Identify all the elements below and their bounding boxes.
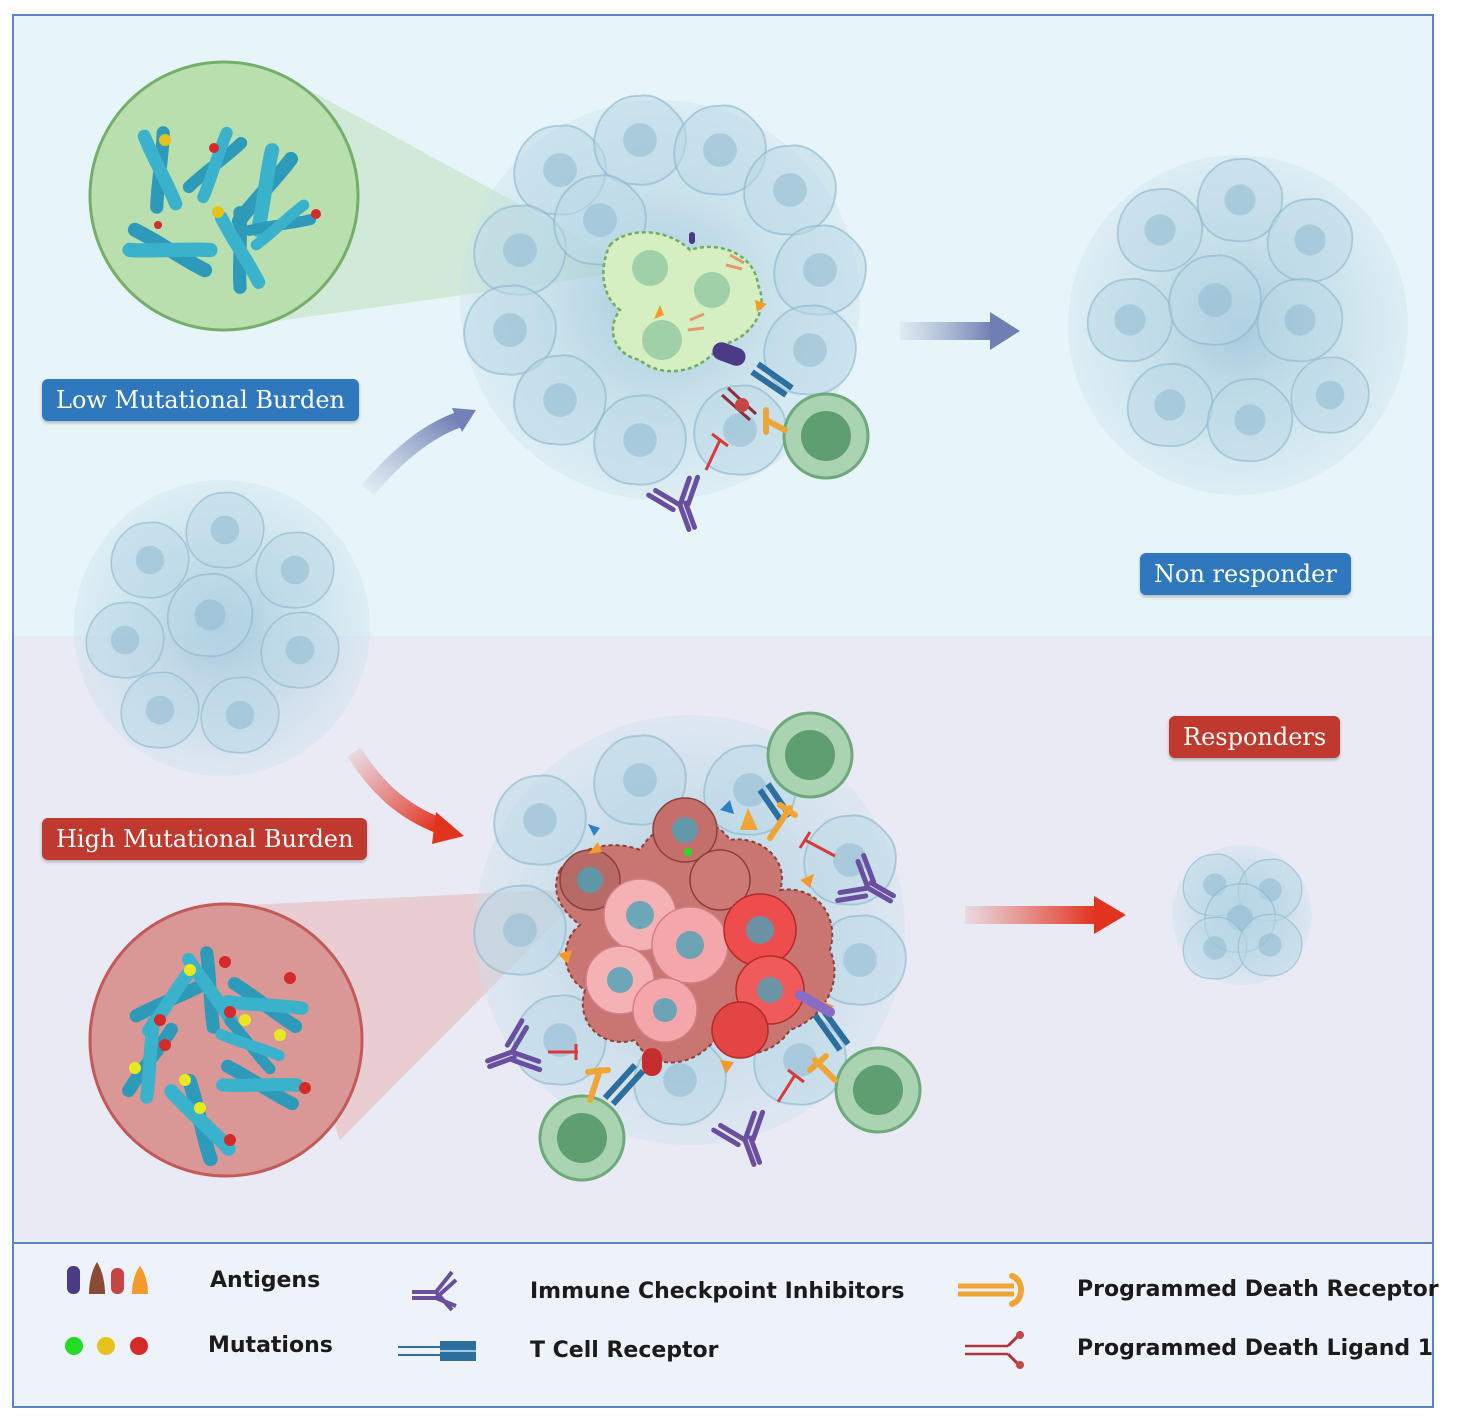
high-burden-label: High Mutational Burden: [42, 818, 368, 860]
legend-mutations-label: Mutations: [208, 1333, 333, 1358]
legend-tcr-icon: [398, 1341, 476, 1361]
arrow-to-responders-icon: [965, 906, 1095, 924]
mutation-red-icon: [154, 221, 162, 229]
legend-pdl1-icon: [965, 1331, 1024, 1369]
legend-pdl1-label: Programmed Death Ligand 1: [1077, 1336, 1434, 1361]
t-cells-high: [538, 711, 922, 1182]
chromosome-group-low: [130, 133, 321, 287]
t-cell-low: [704, 361, 870, 480]
tumor-mass-initial: [74, 480, 370, 776]
tumor-mass-responder: [1172, 845, 1312, 985]
legend-mutation-icons: [65, 1337, 148, 1355]
low-burden-label: Low Mutational Burden: [42, 379, 359, 421]
arrow-to-high-icon: [347, 747, 443, 834]
legend-antigen-icons: [67, 1262, 148, 1294]
tumor-mass-nonresponder: [1068, 155, 1408, 495]
non-responder-label: Non responder: [1140, 553, 1351, 595]
mutation-red-icon: [311, 209, 321, 219]
legend-panel: [14, 1242, 1432, 1406]
arrow-to-nonresponder-icon: [900, 322, 992, 340]
mutation-red-icon: [209, 143, 219, 153]
arrow-to-low-icon: [361, 412, 461, 496]
legend-ici-icon: [412, 1270, 458, 1312]
mutated-cells-high: [555, 797, 836, 1074]
chromosome-group-high: [129, 953, 311, 1159]
legend-pd1-icon: [958, 1273, 1024, 1307]
legend-ici-label: Immune Checkpoint Inhibitors: [530, 1279, 905, 1304]
responders-label: Responders: [1169, 716, 1341, 758]
antigen-purple-icon: [712, 342, 746, 366]
mutated-cells-low: [602, 231, 767, 373]
legend-antigens-label: Antigens: [210, 1268, 321, 1293]
mutation-yellow-icon: [159, 134, 171, 146]
legend-tcr-label: T Cell Receptor: [530, 1338, 719, 1363]
legend-pd1-label: Programmed Death Receptor: [1077, 1277, 1439, 1302]
mutation-yellow-icon: [212, 206, 224, 218]
